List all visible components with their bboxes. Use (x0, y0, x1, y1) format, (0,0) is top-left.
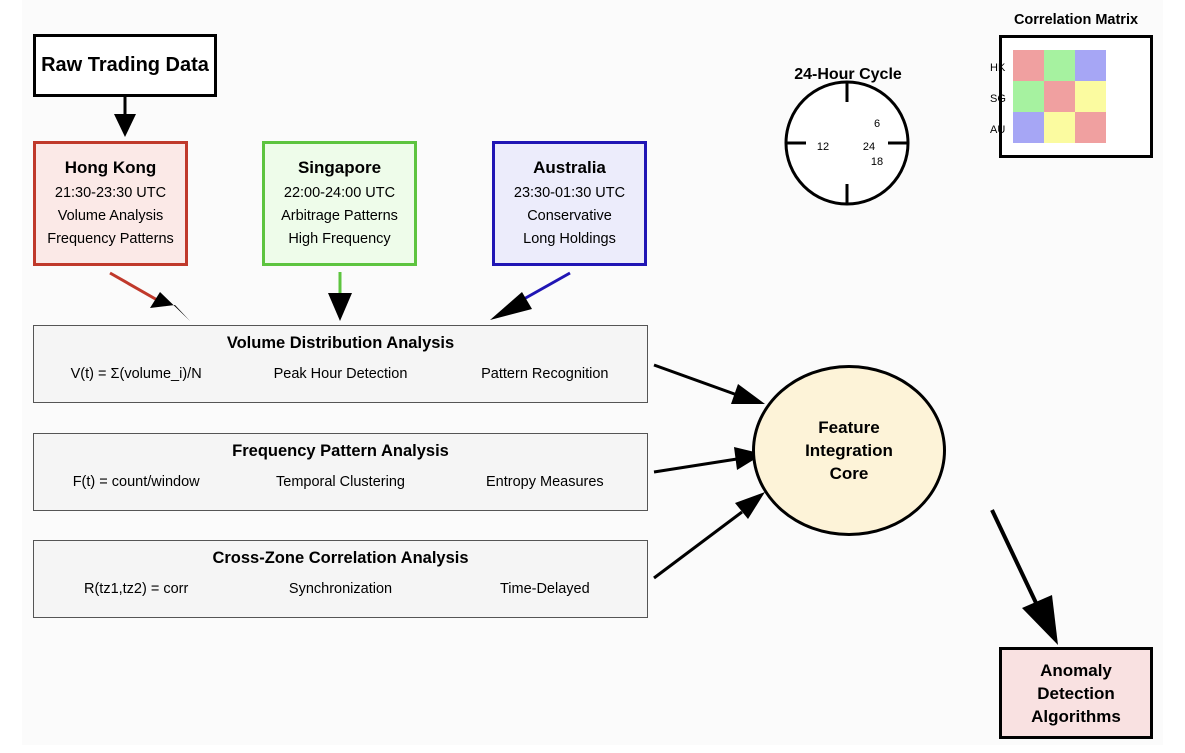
hongkong-line2: Frequency Patterns (47, 231, 174, 247)
arrow-core-to-anomaly (990, 509, 1039, 606)
volume-analysis-node: Volume Distribution Analysis V(t) = Σ(vo… (33, 325, 648, 403)
frequency-analysis-title: Frequency Pattern Analysis (232, 442, 449, 460)
matrix-cell-sg-au (1075, 81, 1106, 112)
clock-label-18: 18 (871, 156, 883, 168)
matrix-cell-sg-sg (1044, 81, 1075, 112)
singapore-name: Singapore (297, 158, 382, 177)
core-line2: Integration (805, 441, 893, 460)
correlation-analysis-formula: R(tz1,tz2) = corr (83, 581, 189, 597)
arrowhead-correlation-to-core (735, 492, 765, 519)
matrix-row-label-sg: SG (990, 93, 1006, 105)
hongkong-node: Hong Kong 21:30-23:30 UTC Volume Analysi… (33, 141, 188, 266)
arrow-volume-to-core (653, 363, 741, 398)
australia-line1: Conservative (527, 208, 612, 224)
matrix-cell-hk-hk (1013, 50, 1044, 81)
australia-time: 23:30-01:30 UTC (513, 185, 626, 201)
arrowhead-volume-to-core (731, 384, 765, 404)
arrowhead-singapore-to-volume (328, 293, 352, 321)
volume-analysis-feature: Peak Hour Detection (273, 366, 408, 382)
correlation-analysis-title: Cross-Zone Correlation Analysis (212, 549, 469, 567)
arrowhead-australia-to-volume (490, 292, 532, 320)
arrowhead-core-to-anomaly (1022, 595, 1058, 645)
singapore-line2: High Frequency (288, 231, 391, 247)
matrix-cell-hk-au (1075, 50, 1106, 81)
arrow-correlation-to-core (653, 510, 743, 580)
arrowhead-hongkong-to-volume (150, 292, 190, 321)
clock-label-24: 24 (863, 141, 875, 153)
matrix-cell-hk-sg (1044, 50, 1075, 81)
clock-label-12: 12 (817, 141, 829, 153)
volume-analysis-formula: V(t) = Σ(volume_i)/N (70, 366, 202, 382)
australia-line2: Long Holdings (523, 231, 616, 247)
feature-integration-core-node: Feature Integration Core (752, 365, 946, 536)
correlation-analysis-node: Cross-Zone Correlation Analysis R(tz1,tz… (33, 540, 648, 618)
matrix-row-label-hk: HK (990, 62, 1006, 74)
hongkong-line1: Volume Analysis (57, 208, 164, 224)
clock-title: 24-Hour Cycle (794, 66, 902, 83)
matrix-title: Correlation Matrix (1013, 12, 1139, 28)
matrix-cell-au-sg (1044, 112, 1075, 143)
hongkong-time: 21:30-23:30 UTC (54, 185, 167, 201)
anomaly-line3: Algorithms (1031, 706, 1121, 726)
matrix-cell-sg-hk (1013, 81, 1044, 112)
core-line1: Feature (818, 418, 880, 437)
raw-trading-data-label: Raw Trading Data (41, 54, 209, 76)
correlation-analysis-feature: Synchronization (288, 581, 393, 597)
anomaly-line2: Detection (1037, 683, 1115, 703)
clock-label-6: 6 (874, 118, 880, 130)
matrix-row-label-au: AU (990, 124, 1006, 136)
arrowhead-raw-to-hongkong (114, 114, 136, 137)
core-line3: Core (829, 464, 869, 483)
arrow-frequency-to-core (653, 457, 738, 474)
matrix-cell-au-au (1075, 112, 1106, 143)
australia-node: Australia 23:30-01:30 UTC Conservative L… (492, 141, 647, 266)
matrix-cell-au-hk (1013, 112, 1044, 143)
raw-trading-data-node: Raw Trading Data (33, 34, 217, 97)
singapore-node: Singapore 22:00-24:00 UTC Arbitrage Patt… (262, 141, 417, 266)
clock-graphic: 6 12 24 18 (784, 80, 910, 206)
volume-analysis-title: Volume Distribution Analysis (226, 334, 455, 352)
hongkong-name: Hong Kong (64, 158, 157, 177)
singapore-time: 22:00-24:00 UTC (283, 185, 396, 201)
singapore-line1: Arbitrage Patterns (281, 208, 398, 224)
frequency-analysis-method: Entropy Measures (485, 474, 604, 490)
anomaly-line1: Anomaly (1040, 660, 1112, 680)
australia-name: Australia (533, 158, 606, 177)
frequency-analysis-feature: Temporal Clustering (276, 474, 405, 490)
frequency-analysis-node: Frequency Pattern Analysis F(t) = count/… (33, 433, 648, 511)
correlation-analysis-method: Time-Delayed (499, 581, 590, 597)
anomaly-detection-node: Anomaly Detection Algorithms (999, 647, 1153, 739)
frequency-analysis-formula: F(t) = count/window (72, 474, 200, 490)
volume-analysis-method: Pattern Recognition (481, 366, 609, 382)
